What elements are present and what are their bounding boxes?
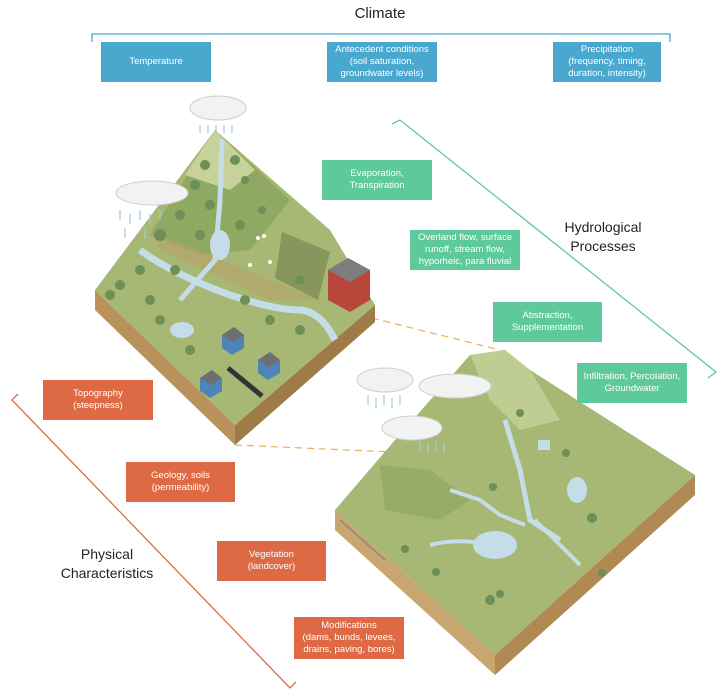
physical-title: Physical Characteristics [60, 546, 154, 581]
physical-box-label: Geology, soils (permeability) [151, 470, 210, 493]
climate-box-antecedent: Antecedent conditions (soil saturation, … [327, 42, 437, 82]
hydro-box-evaporation: Evaporation, Transpiration [322, 160, 432, 200]
hydrological-title: Hydrological Processes [564, 219, 642, 254]
climate-box-temperature: Temperature [101, 42, 211, 82]
hydrological-bracket [391, 119, 718, 379]
cloud-icon [115, 95, 492, 441]
climate-title: Climate [354, 5, 406, 22]
physical-box-label: Modifications (dams, bunds, levees, drai… [302, 620, 396, 655]
rain-icon [119, 125, 445, 453]
hydro-box-label: Abstraction, Supplementation [511, 310, 584, 333]
zoom-line-bottom [234, 444, 393, 453]
physical-box-vegetation: Vegetation (landcover) [217, 541, 326, 581]
hydro-box-label: Infiltration, Percolation, Groundwater [583, 371, 681, 394]
zoom-line-top [359, 314, 501, 351]
hydro-box-abstraction: Abstraction, Supplementation [493, 302, 602, 342]
climate-box-label: Antecedent conditions (soil saturation, … [335, 44, 429, 79]
hydro-box-overland-flow: Overland flow, surface runoff, stream fl… [410, 230, 520, 270]
physical-box-label: Topography (steepness) [73, 388, 123, 411]
hydro-box-infiltration: Infiltration, Percolation, Groundwater [577, 363, 687, 403]
physical-box-label: Vegetation (landcover) [247, 549, 296, 572]
physical-box-modifications: Modifications (dams, bunds, levees, drai… [294, 617, 404, 659]
hydro-box-label: Evaporation, Transpiration [349, 168, 405, 191]
hydro-box-label: Overland flow, surface runoff, stream fl… [418, 232, 512, 267]
climate-bracket [91, 33, 671, 42]
climate-box-precipitation: Precipitation (frequency, timing, durati… [553, 42, 661, 82]
physical-box-geology: Geology, soils (permeability) [126, 462, 235, 502]
climate-box-label: Precipitation (frequency, timing, durati… [568, 44, 646, 79]
physical-bracket [11, 393, 297, 689]
physical-box-topography: Topography (steepness) [43, 380, 153, 420]
climate-box-label: Temperature [129, 56, 183, 68]
